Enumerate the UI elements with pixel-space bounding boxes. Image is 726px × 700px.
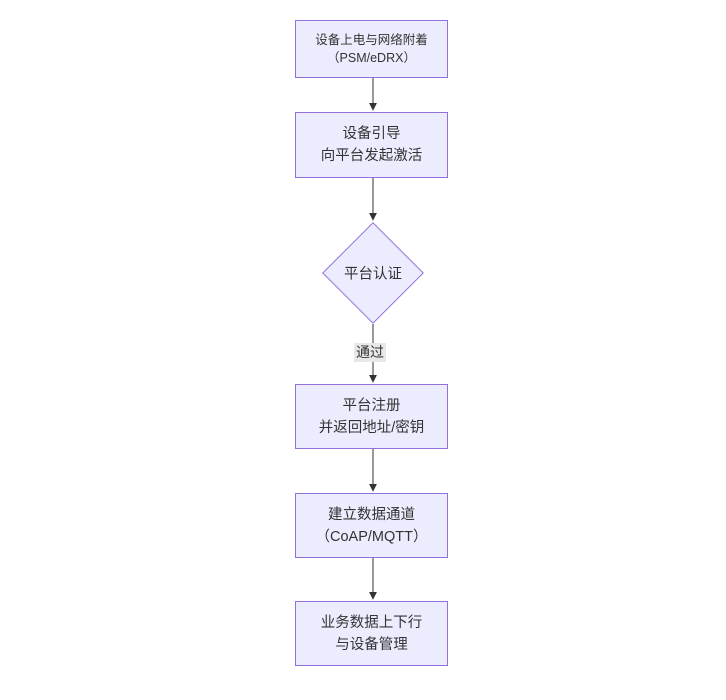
- node-label-line: 并返回地址/密钥: [318, 419, 425, 436]
- flow-decision-platform-auth: 平台认证: [322, 222, 424, 324]
- node-label-line: 业务数据上下行: [320, 614, 423, 631]
- node-label-line: （PSM/eDRX）: [327, 51, 416, 65]
- node-label-line: （CoAP/MQTT）: [315, 528, 428, 545]
- flow-node-platform-register: 平台注册 并返回地址/密钥: [295, 384, 448, 449]
- node-label-line: 建立数据通道: [328, 506, 415, 523]
- flow-node-data-channel: 建立数据通道 （CoAP/MQTT）: [295, 493, 448, 558]
- node-label-line: 向平台发起激活: [320, 148, 423, 164]
- node-label-line: 与设备管理: [335, 636, 408, 653]
- node-label-line: 设备上电与网络附着: [315, 33, 428, 47]
- edge-label-pass: 通过: [354, 343, 386, 362]
- flow-node-business-data: 业务数据上下行 与设备管理: [295, 601, 448, 666]
- decision-label: 平台认证: [344, 266, 402, 283]
- node-label-line: 设备引导: [342, 126, 401, 142]
- flow-node-device-power-attach: 设备上电与网络附着 （PSM/eDRX）: [295, 20, 448, 78]
- node-label-line: 平台注册: [342, 397, 401, 414]
- flow-node-device-bootstrap: 设备引导 向平台发起激活: [295, 112, 448, 178]
